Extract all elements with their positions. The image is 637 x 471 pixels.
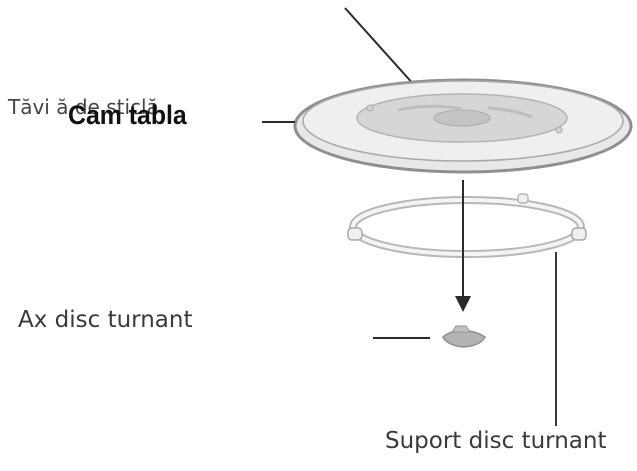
assembly-arrow [455,180,471,312]
glass-tray [293,78,633,174]
shaft-coupler [442,325,486,348]
turntable-support-label: Suport disc turnant [385,428,607,454]
turntable-shaft-label: Ax disc turnant [18,307,193,333]
glass-tray-label: Tăvi ă de sticlă [8,95,159,119]
glass-tray-overlay-label: Cam tabla [68,100,187,130]
turntable-ring [347,193,587,258]
